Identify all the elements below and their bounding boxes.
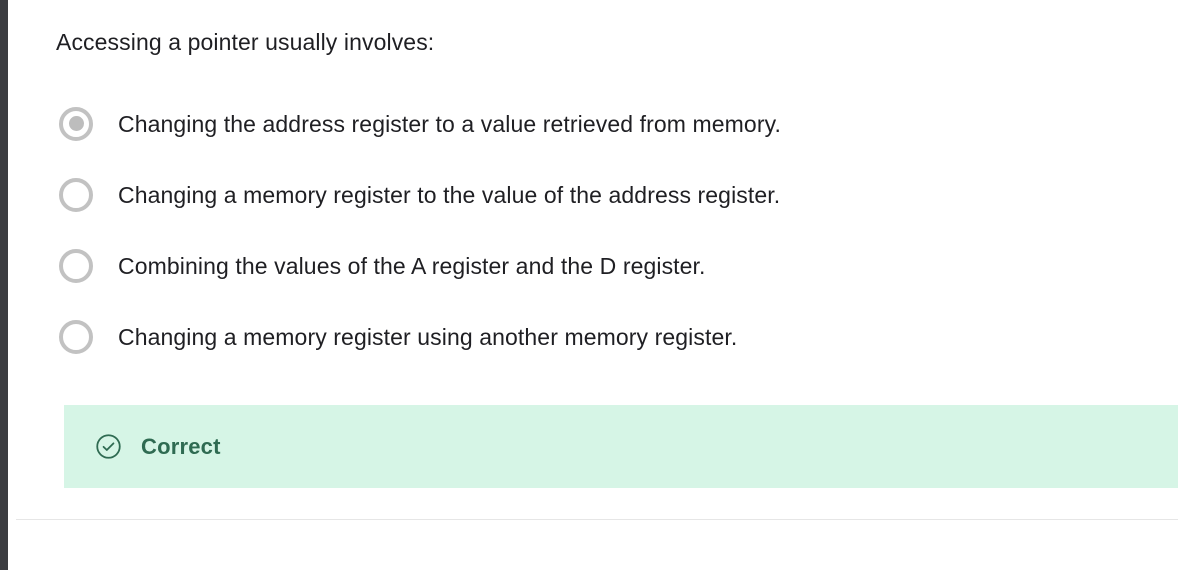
answer-option-4[interactable]: Changing a memory register using another… <box>56 301 1178 372</box>
question-stem: Accessing a pointer usually involves: <box>56 29 435 55</box>
radio-button-1[interactable] <box>59 106 93 141</box>
answer-option-2-label: Changing a memory register to the value … <box>118 181 781 208</box>
radio-dot-4 <box>69 329 84 344</box>
left-edge-rail <box>0 0 8 570</box>
radio-dot-3 <box>69 258 84 273</box>
radio-dot-2 <box>69 187 84 202</box>
answer-option-1-label: Changing the address register to a value… <box>118 110 781 137</box>
answer-option-2[interactable]: Changing a memory register to the value … <box>56 159 1178 230</box>
radio-button-3[interactable] <box>59 248 93 283</box>
radio-button-2[interactable] <box>59 177 93 212</box>
answer-options-list: Changing the address register to a value… <box>56 88 1178 372</box>
radio-button-4[interactable] <box>59 319 93 354</box>
feedback-banner: Correct <box>64 405 1178 488</box>
answer-option-3[interactable]: Combining the values of the A register a… <box>56 230 1178 301</box>
check-circle-icon <box>96 434 121 459</box>
radio-dot-1 <box>68 116 84 131</box>
feedback-status-text: Correct <box>141 433 221 459</box>
question-block: Accessing a pointer usually involves: Ch… <box>56 0 1178 372</box>
section-divider <box>16 519 1178 520</box>
answer-option-3-label: Combining the values of the A register a… <box>118 252 706 279</box>
answer-option-1[interactable]: Changing the address register to a value… <box>56 88 1178 159</box>
quiz-page: Accessing a pointer usually involves: Ch… <box>8 0 1178 570</box>
answer-option-4-label: Changing a memory register using another… <box>118 323 738 350</box>
